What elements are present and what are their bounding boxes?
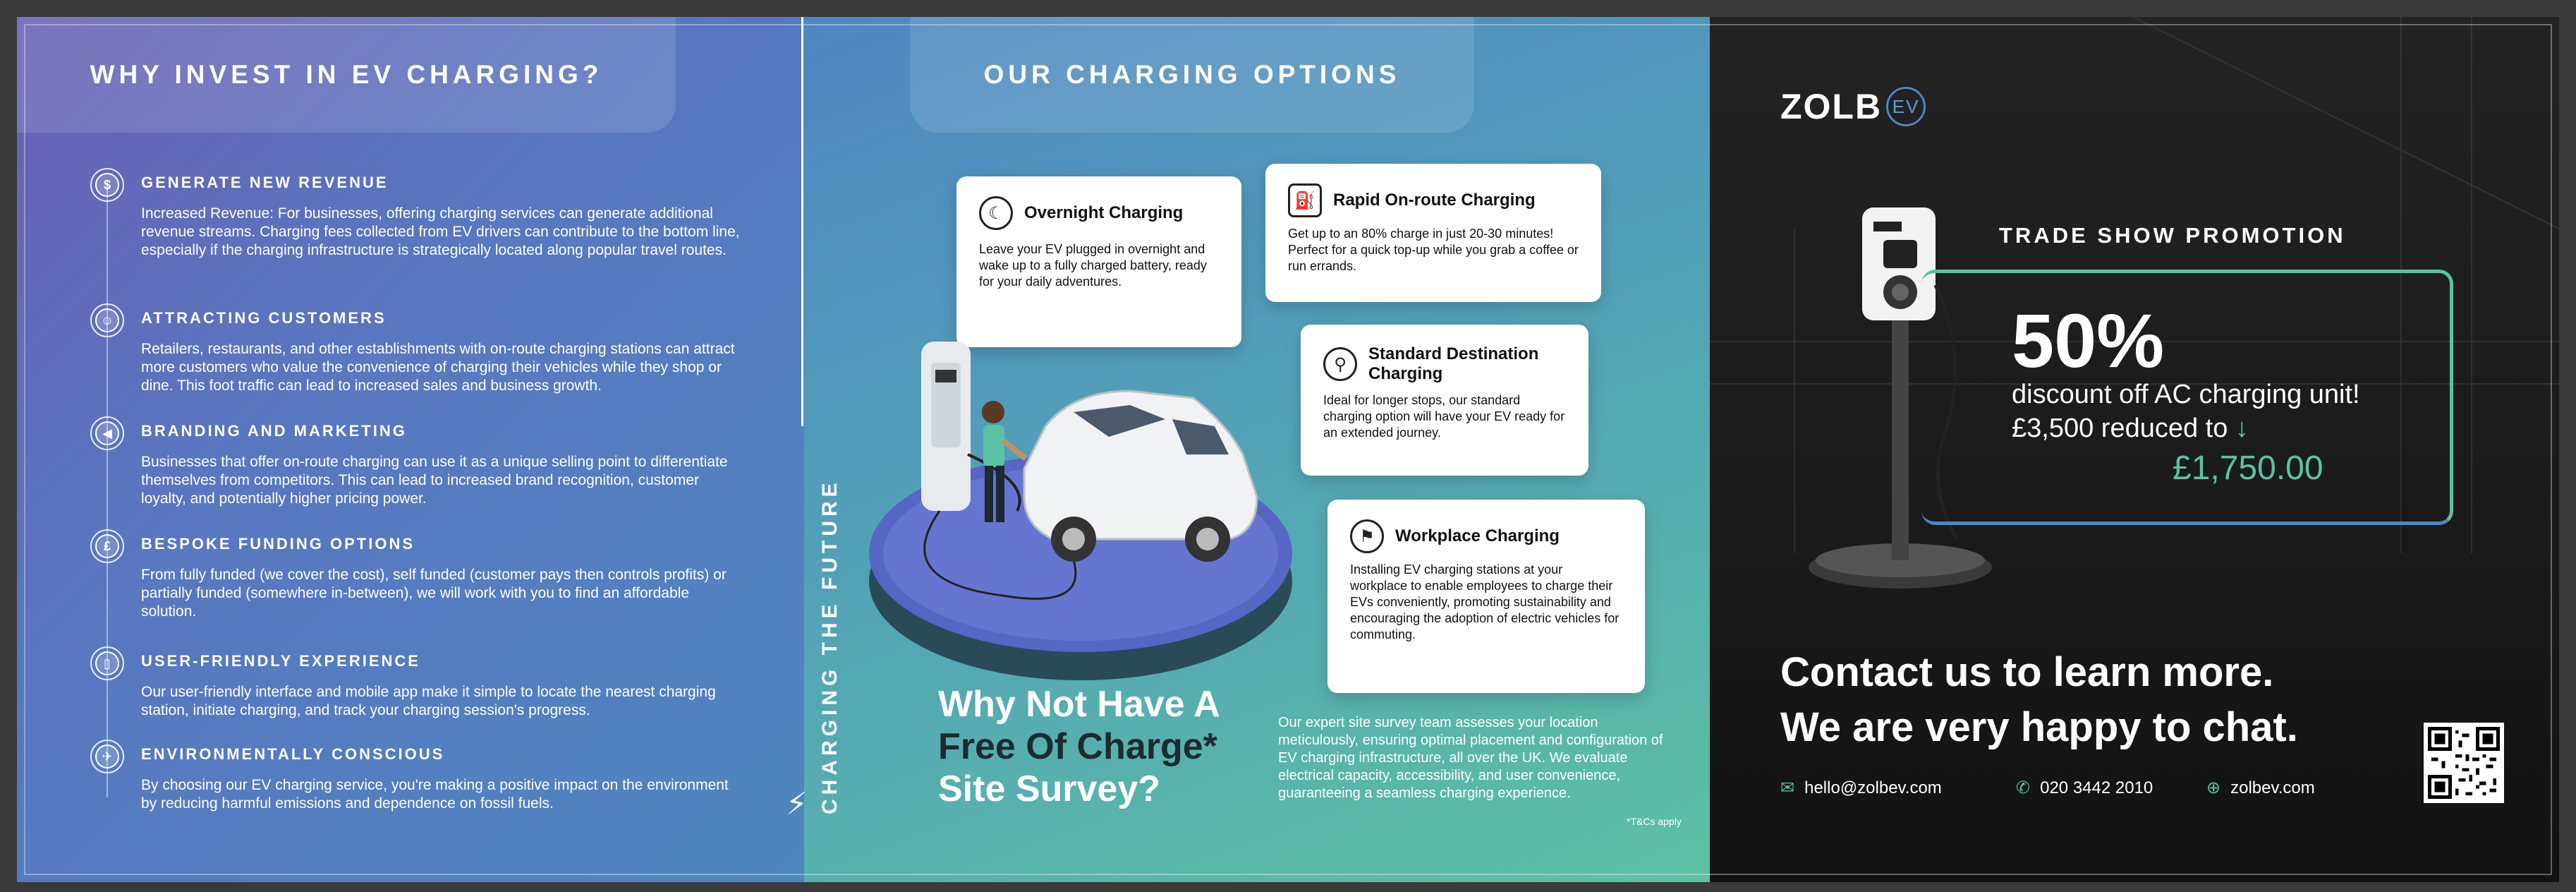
contact-headline: Contact us to learn more. We are very ha… bbox=[1780, 649, 2298, 750]
benefit-title: BESPOKE FUNDING OPTIONS bbox=[141, 535, 415, 553]
survey-headline: Why Not Have A Free Of Charge* Site Surv… bbox=[938, 684, 1220, 809]
charging-options-title: OUR CHARGING OPTIONS bbox=[910, 17, 1474, 133]
promo-line-1: discount off AC charging unit! bbox=[2012, 380, 2360, 409]
benefit-title: ATTRACTING CUSTOMERS bbox=[141, 309, 387, 327]
person-icon: ☺ bbox=[90, 303, 124, 337]
option-text: Leave your EV plugged in overnight and w… bbox=[979, 242, 1207, 289]
warehouse-background bbox=[1710, 17, 2559, 553]
panel-divider bbox=[801, 17, 803, 426]
megaphone-icon: ◀ bbox=[90, 416, 124, 450]
benefit-title: GENERATE NEW REVENUE bbox=[141, 174, 389, 191]
globe-icon: ⊕ bbox=[2206, 778, 2221, 797]
brochure-sheet: WHY INVEST IN EV CHARGING? $ GENERATE NE… bbox=[17, 17, 2559, 882]
option-card-destination: ⚲ Standard Destination Charging Ideal fo… bbox=[1301, 325, 1588, 476]
benefit-title: USER-FRIENDLY EXPERIENCE bbox=[141, 652, 420, 670]
option-title: Workplace Charging bbox=[1395, 526, 1560, 546]
money-bag-icon: £ bbox=[90, 529, 124, 563]
option-title: Rapid On-route Charging bbox=[1333, 191, 1536, 210]
benefit-text: Increased Revenue: For businesses, offer… bbox=[141, 205, 740, 258]
promo-price: £1,750.00 bbox=[2173, 450, 2323, 487]
email-contact[interactable]: ✉ hello@zolbev.com bbox=[1780, 778, 1942, 798]
benefit-text: From fully funded (we cover the cost), s… bbox=[141, 567, 727, 620]
promo-line-2: £3,500 reduced to ↓ bbox=[2012, 414, 2249, 443]
why-invest-title: WHY INVEST IN EV CHARGING? bbox=[17, 17, 676, 133]
benefit-title: BRANDING AND MARKETING bbox=[141, 422, 407, 440]
lightning-bolt-icon: ⚡ bbox=[786, 787, 808, 821]
plane-icon: ✈ bbox=[90, 740, 124, 773]
charger-unit-image bbox=[1809, 207, 1992, 589]
location-pin-icon: ⚑ bbox=[1350, 519, 1384, 553]
benefit-text: Retailers, restaurants, and other establ… bbox=[141, 341, 735, 394]
arrow-down-icon: ↓ bbox=[2235, 414, 2249, 443]
fuel-pump-icon: ⛽ bbox=[1288, 183, 1322, 217]
zolb-ev-logo: ZOLB EV bbox=[1780, 86, 1926, 127]
terms-note: *T&Cs apply bbox=[1627, 816, 1682, 827]
benefit-text: Our user-friendly interface and mobile a… bbox=[141, 684, 716, 718]
ev-charging-illustration bbox=[869, 342, 1292, 680]
website-link[interactable]: ⊕ zolbev.com bbox=[2206, 778, 2315, 798]
map-pin-icon: ⚲ bbox=[1323, 347, 1357, 381]
survey-description: Our expert site survey team assesses you… bbox=[1278, 715, 1663, 801]
benefit-text: By choosing our EV charging service, you… bbox=[141, 777, 729, 812]
pound-coin-icon: $ bbox=[90, 168, 124, 202]
promo-label: TRADE SHOW PROMOTION bbox=[1999, 223, 2346, 248]
option-text: Installing EV charging stations at your … bbox=[1350, 562, 1620, 641]
phone-icon: ▯ bbox=[90, 646, 124, 680]
promotion-panel: ZOLB EV TRADE SHOW PROMOTION 50% discoun… bbox=[1710, 17, 2559, 882]
benefit-title: ENVIRONMENTALLY CONSCIOUS bbox=[141, 745, 445, 763]
option-card-rapid: ⛽ Rapid On-route Charging Get up to an 8… bbox=[1265, 164, 1601, 302]
option-card-overnight: ☾ Overnight Charging Leave your EV plugg… bbox=[956, 176, 1241, 347]
charging-options-panel: OUR CHARGING OPTIONS ☾ Overnight Chargin… bbox=[804, 17, 1710, 882]
option-card-workplace: ⚑ Workplace Charging Installing EV charg… bbox=[1328, 500, 1645, 693]
qr-code[interactable] bbox=[2424, 723, 2504, 803]
vertical-tagline: CHARGING THE FUTURE bbox=[818, 478, 842, 814]
email-icon: ✉ bbox=[1780, 778, 1795, 797]
option-title: Overnight Charging bbox=[1024, 203, 1184, 222]
phone-icon: ✆ bbox=[2016, 778, 2031, 797]
moon-plug-icon: ☾ bbox=[979, 196, 1013, 230]
promo-percent: 50% bbox=[2012, 298, 2165, 383]
option-text: Ideal for longer stops, our standard cha… bbox=[1323, 393, 1565, 440]
benefit-text: Businesses that offer on-route charging … bbox=[141, 454, 728, 507]
phone-contact[interactable]: ✆ 020 3442 2010 bbox=[2016, 778, 2153, 798]
why-invest-panel: WHY INVEST IN EV CHARGING? $ GENERATE NE… bbox=[17, 17, 804, 882]
promo-frame bbox=[1921, 270, 2453, 525]
benefit-connector-line bbox=[107, 183, 108, 797]
option-text: Get up to an 80% charge in just 20-30 mi… bbox=[1288, 227, 1579, 273]
option-title: Standard Destination Charging bbox=[1368, 344, 1539, 383]
